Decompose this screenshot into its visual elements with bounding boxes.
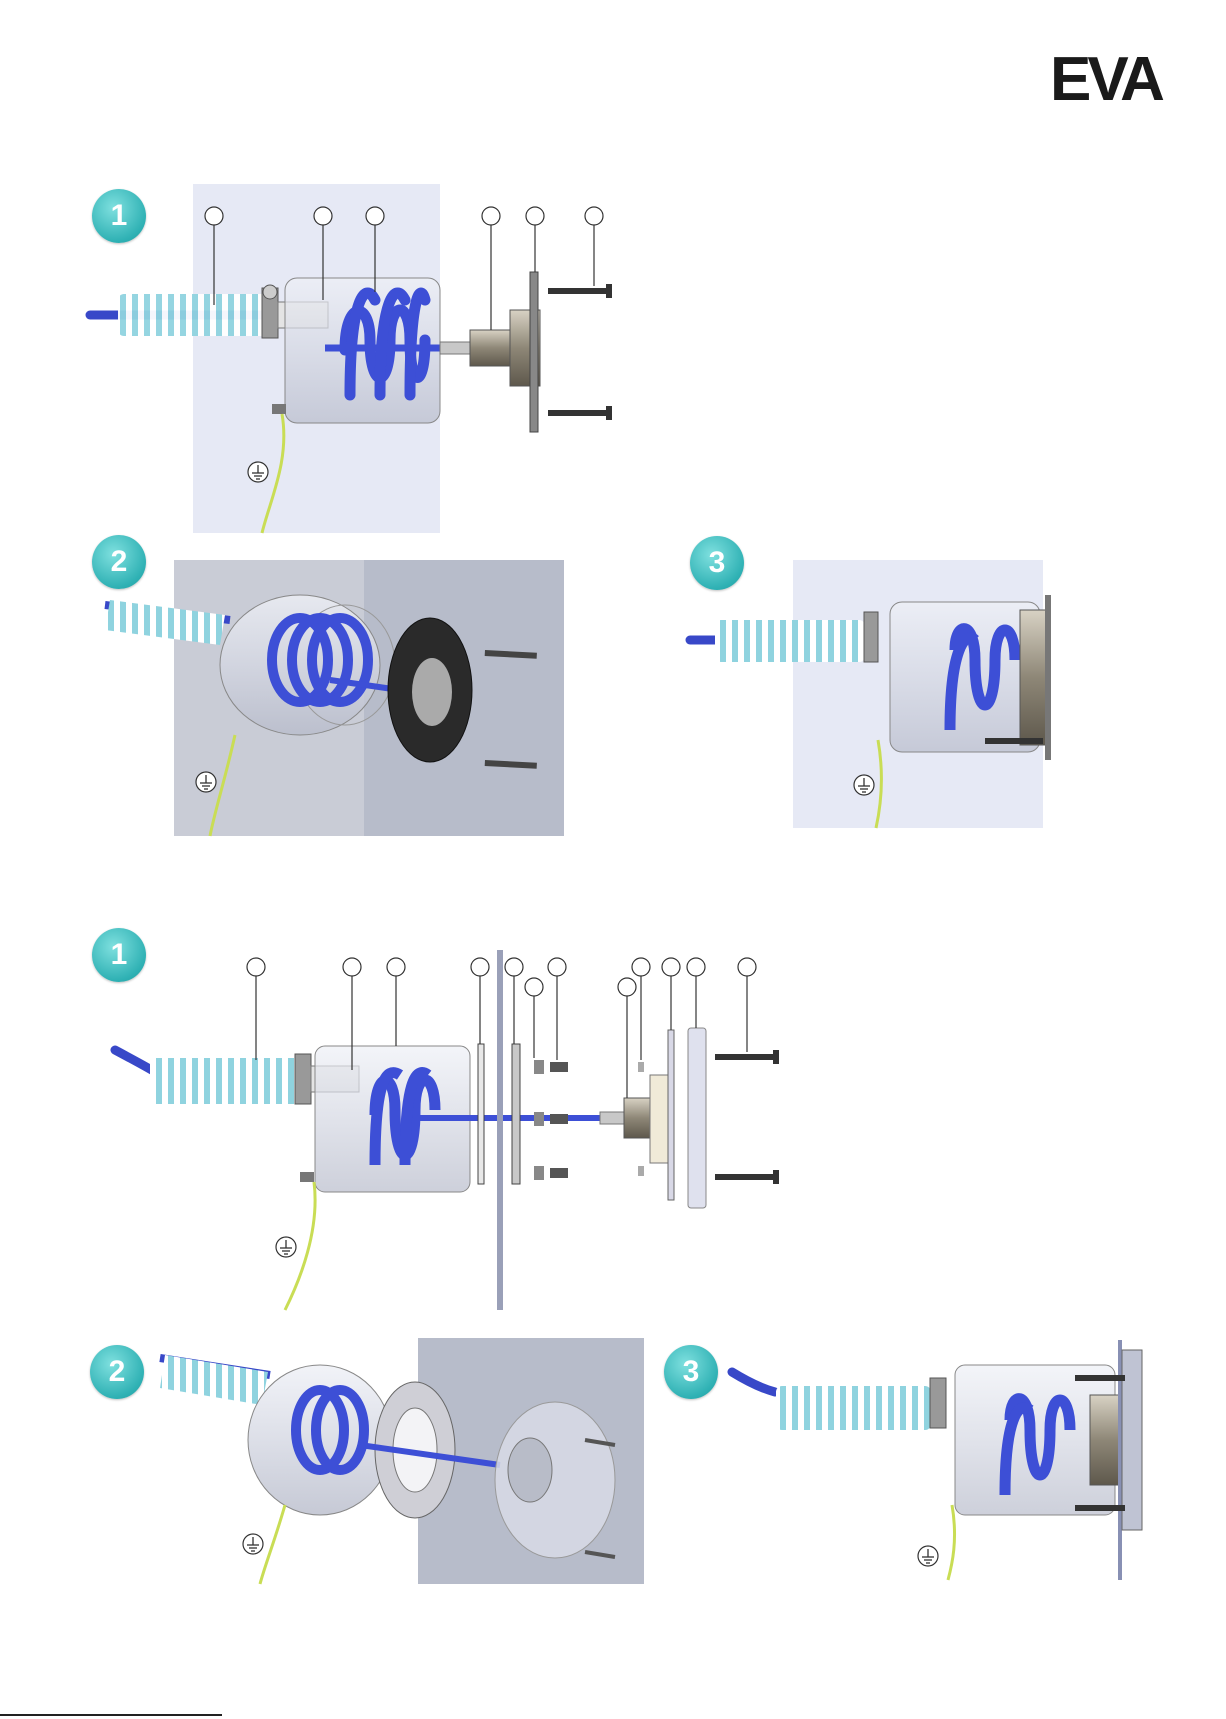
footer-rule — [0, 1714, 222, 1716]
striped-hose — [150, 1058, 300, 1104]
striped-hose — [776, 1386, 931, 1430]
threaded-fitting — [470, 330, 510, 366]
top-step1-diagram — [90, 184, 612, 533]
ground-wire — [948, 1505, 955, 1580]
bottom-step2-diagram — [160, 1338, 644, 1584]
earth-ground-icon — [276, 1237, 296, 1257]
flange-plate — [530, 272, 538, 432]
bottom-step1-diagram — [115, 950, 779, 1310]
striped-hose — [118, 294, 268, 336]
earth-ground-icon — [196, 772, 216, 792]
earth-ground-icon — [243, 1534, 263, 1554]
earth-ground-icon — [918, 1546, 938, 1566]
top-step3-diagram — [690, 560, 1051, 828]
ground-wire — [260, 1505, 285, 1584]
screw — [548, 410, 606, 416]
earth-ground-icon — [248, 462, 268, 482]
bottom-step3-diagram — [732, 1340, 1142, 1580]
top-step2-diagram — [105, 560, 564, 836]
screw — [548, 288, 606, 294]
striped-hose — [715, 620, 865, 662]
earth-ground-icon — [854, 775, 874, 795]
